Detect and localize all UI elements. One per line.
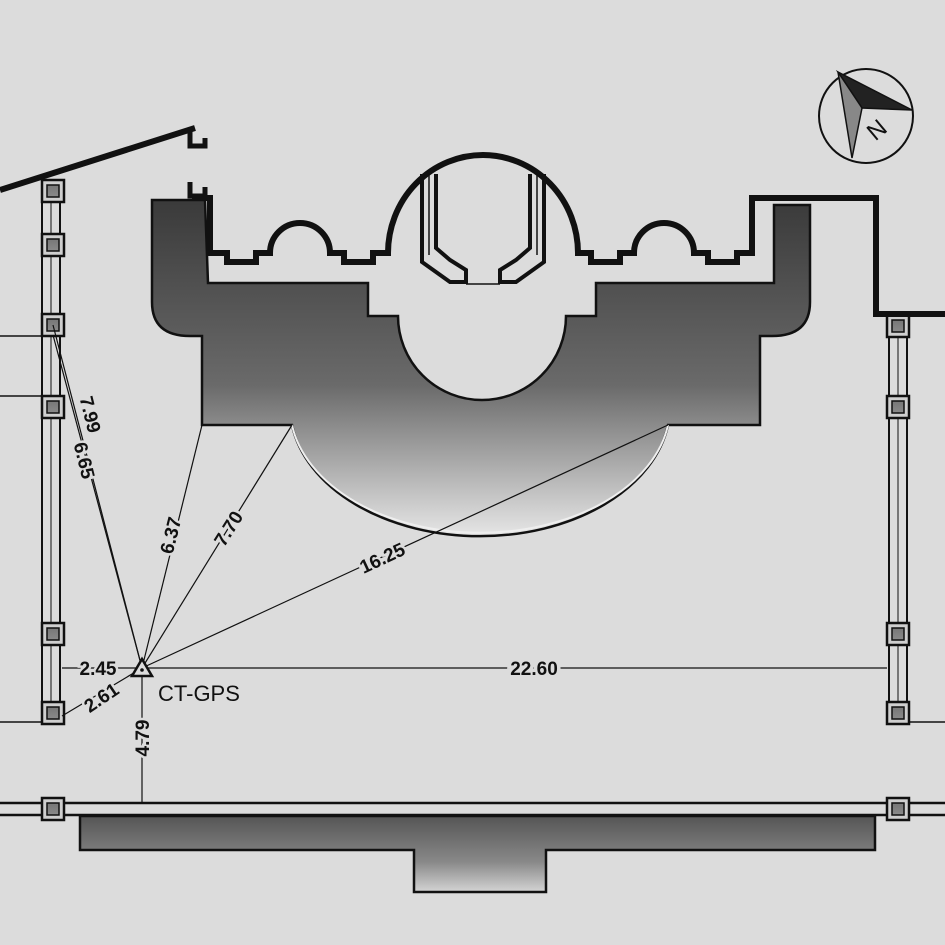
sanctuary-wall-notch <box>187 130 208 199</box>
dimension-label: 2.61 <box>81 679 124 717</box>
triangle-icon <box>129 656 155 678</box>
apse-floor <box>150 198 812 538</box>
dimension-label: 22.60 <box>510 659 558 680</box>
central-niche <box>420 174 546 285</box>
dimension-label: 7.99 <box>75 394 104 435</box>
apse-inner-edge <box>291 424 669 534</box>
dimension-label: 16.25 <box>357 539 409 578</box>
dimension-label: 4.79 <box>133 720 154 757</box>
north-arrow: N <box>818 68 914 164</box>
measurement-lines <box>52 324 887 803</box>
station-label: CT-GPS <box>158 681 240 706</box>
right-wall <box>885 313 945 726</box>
dimension-label: 2.45 <box>80 659 117 680</box>
dimension-label: 6.37 <box>157 515 186 556</box>
compass-icon <box>818 68 914 164</box>
bottom-wall <box>0 796 945 894</box>
gps-station: CT-GPS <box>129 656 240 706</box>
sanctuary-wall <box>192 152 945 317</box>
dimension-label: 7.70 <box>211 508 248 550</box>
dimension-label: 6.65 <box>69 440 98 481</box>
